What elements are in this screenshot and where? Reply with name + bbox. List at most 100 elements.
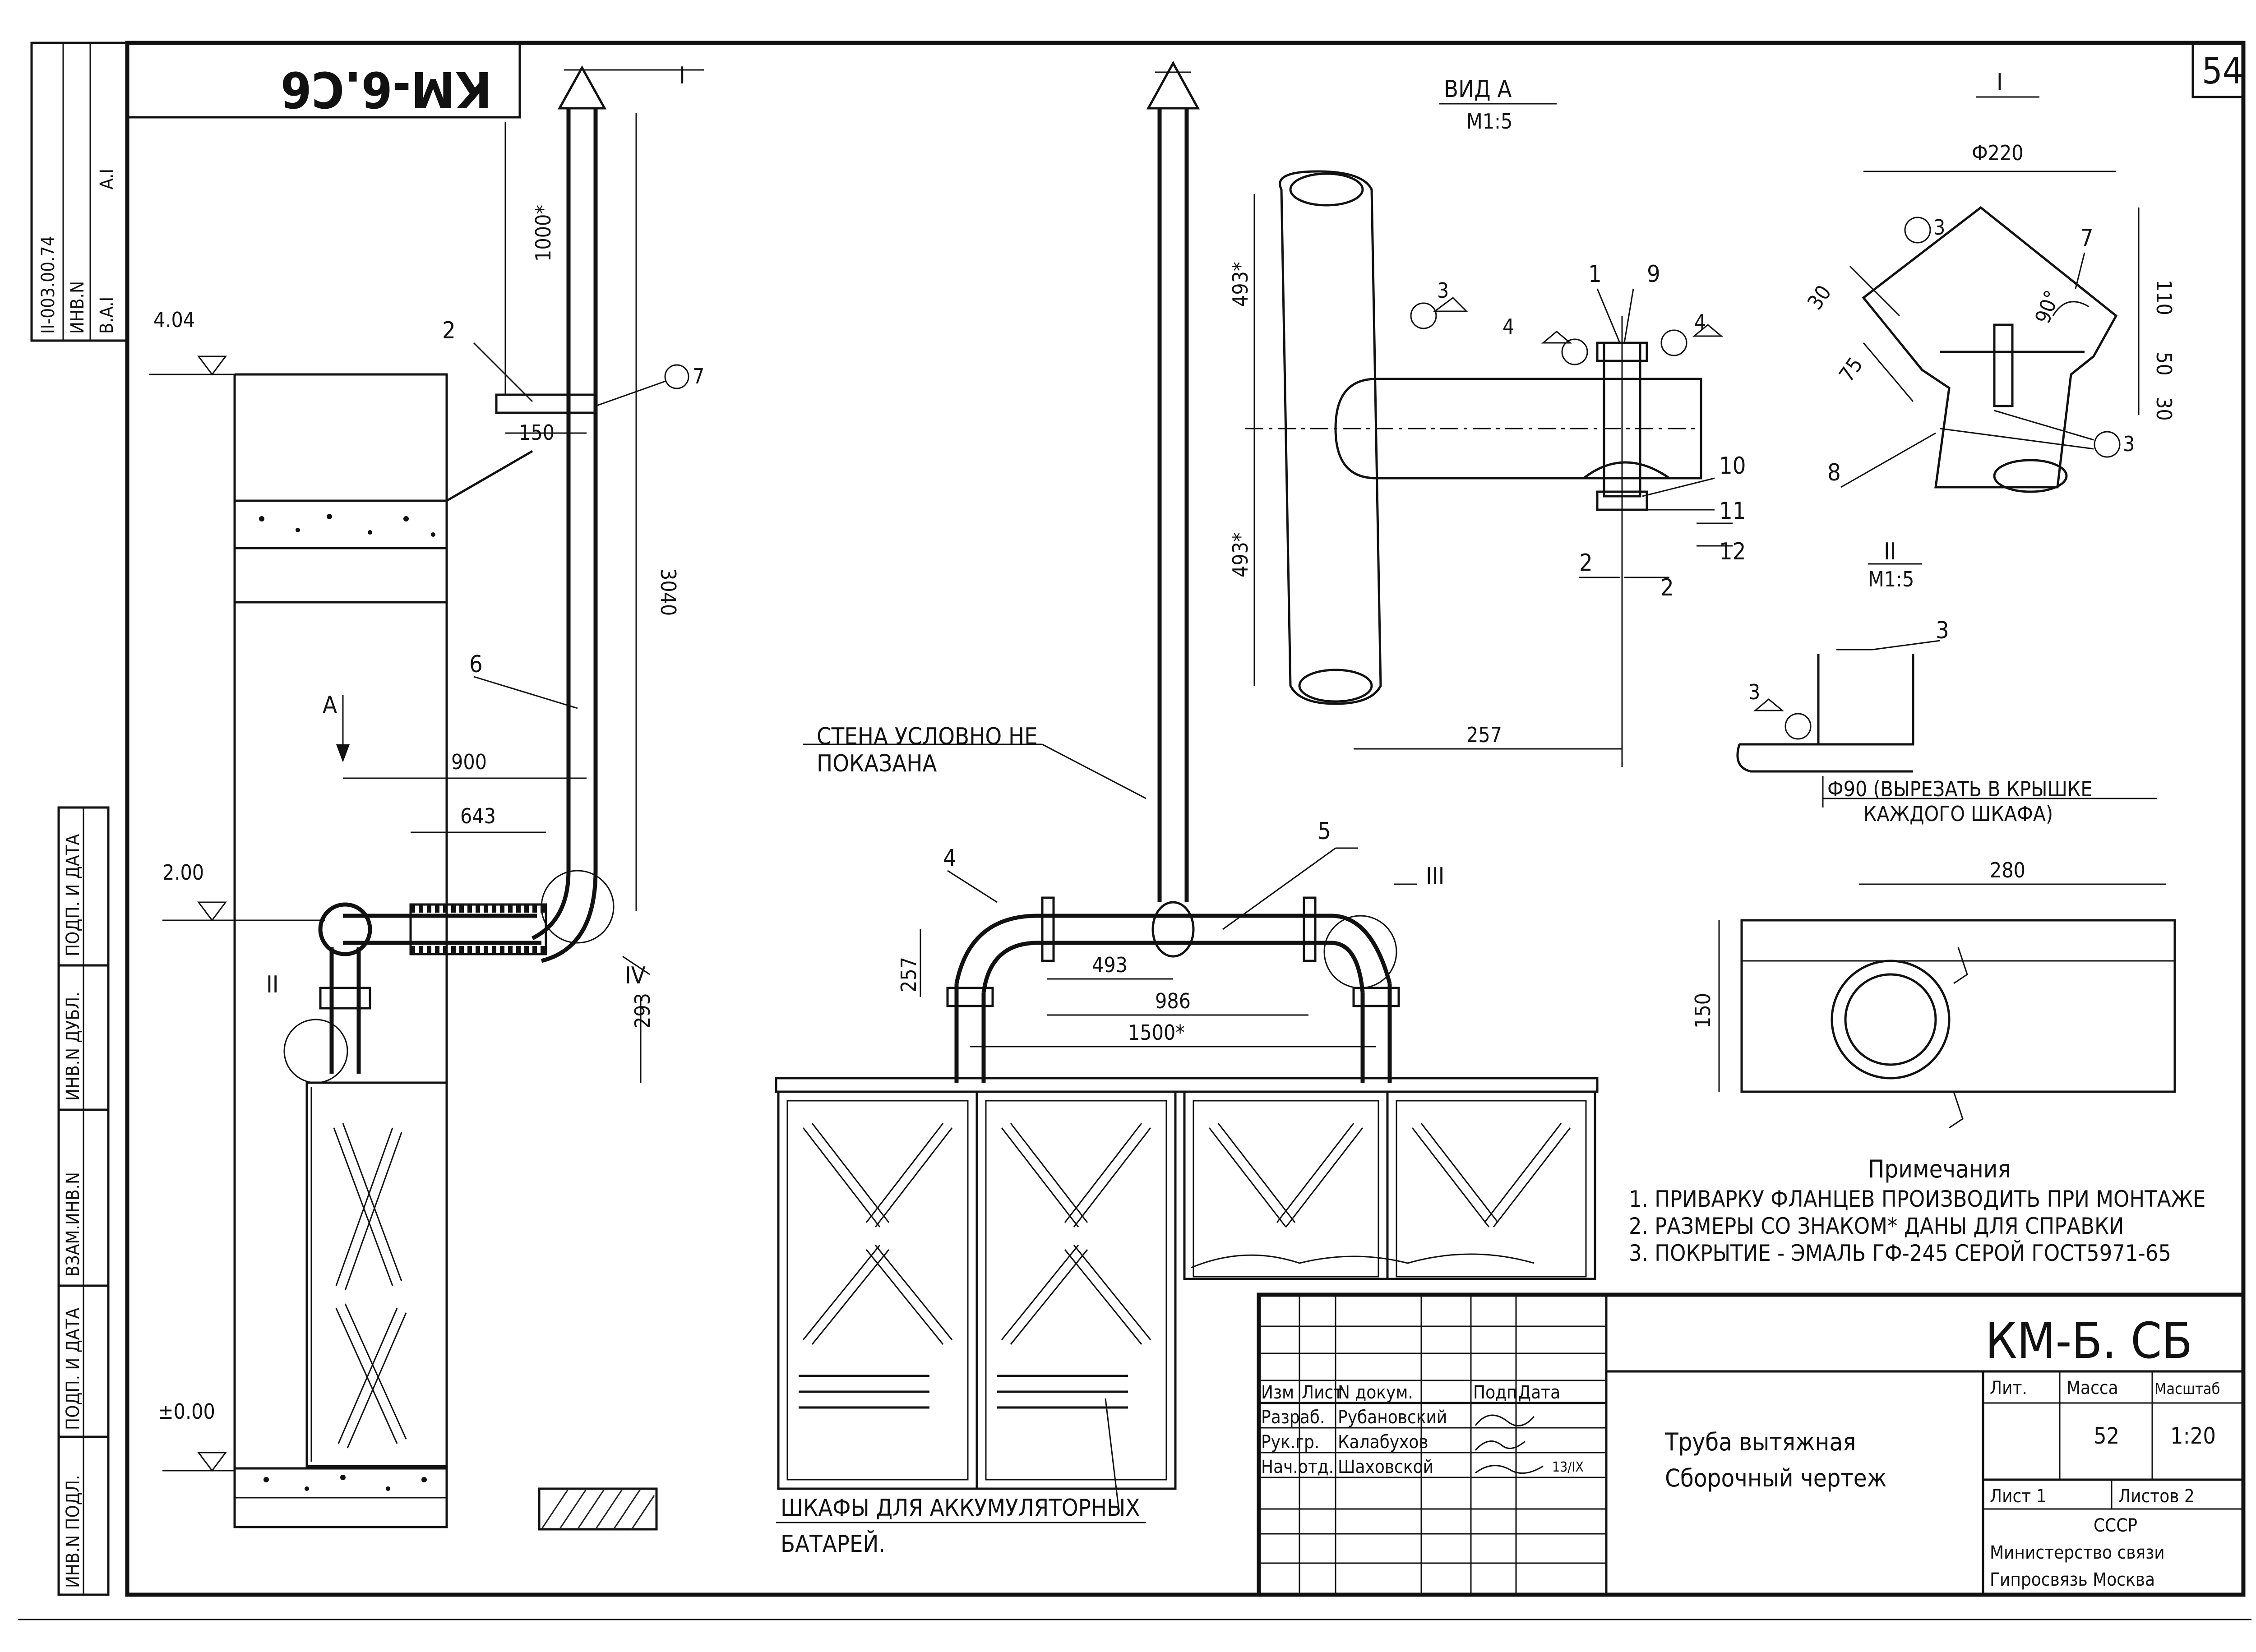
tb-mass-value: 52 xyxy=(2094,1423,2119,1449)
front-dim-986: 986 xyxy=(1155,989,1191,1013)
front-dim-493: 493 xyxy=(1092,953,1128,977)
sheet-code-small: A.I xyxy=(97,169,117,189)
section-ii-cut-note-line1: Ф90 (ВЫРЕЗАТЬ В КРЫШКЕ xyxy=(1827,777,2092,801)
wall-note-line2: ПОКАЗАНА xyxy=(817,750,937,777)
tb-header-sign: Подп. xyxy=(1473,1382,1522,1403)
position-6: 6 xyxy=(469,651,483,678)
section-ii-title: II xyxy=(1884,538,1896,565)
section-ii-position-3: 3 xyxy=(1936,617,1949,644)
front-position-5: 5 xyxy=(1318,818,1331,845)
view-a-position-2-right: 2 xyxy=(1660,574,1674,601)
archive-number: II-003.00.74 xyxy=(38,236,59,334)
dim-900: 900 xyxy=(451,750,487,774)
margin-label-5: ПОДП. И ДАТА xyxy=(63,834,83,956)
tb-org-line-2: Министерство связи xyxy=(1990,1542,2165,1563)
view-a xyxy=(1245,103,1733,767)
cabinets-label-line2: БАТАРЕЙ. xyxy=(781,1530,885,1558)
section-ii xyxy=(1718,640,2176,1129)
title-line-1: Труба вытяжная xyxy=(1664,1428,1856,1456)
tb-mass-label: Масса xyxy=(2066,1378,2118,1398)
elevation-view xyxy=(149,65,704,1531)
section-ii-dim-280: 280 xyxy=(1990,858,2025,882)
title-block xyxy=(1257,1292,2246,1597)
weld-mark-7: 7 xyxy=(693,364,704,388)
tb-sheets-label: Листов 2 xyxy=(2118,1486,2195,1507)
detail-i-dim-50: 50 xyxy=(2152,352,2176,376)
view-a-dim-257: 257 xyxy=(1466,723,1502,747)
front-position-4: 4 xyxy=(943,845,957,872)
tb-lit-label: Лит. xyxy=(1990,1378,2027,1398)
view-a-position-11: 11 xyxy=(1719,498,1746,525)
view-a-dim-493-bottom: 493* xyxy=(1228,532,1253,577)
view-a-position-1: 1 xyxy=(1588,261,1602,288)
section-ii-weld-3: 3 xyxy=(1748,680,1760,704)
tb-role-group-lead: Рук.гр. xyxy=(1261,1432,1319,1453)
detail-i xyxy=(1840,96,2140,565)
view-a-position-9: 9 xyxy=(1647,261,1660,288)
tb-role-dept-head: Нач.отд. xyxy=(1261,1457,1334,1477)
section-mark-i: I xyxy=(679,62,685,89)
roof-concrete-hatch xyxy=(259,514,435,537)
detail-i-dim-90deg: 90° xyxy=(2030,287,2065,326)
margin-label-3: ВЗАМ.ИНВ.N xyxy=(63,1172,83,1277)
inv-number-label: ИНВ.N xyxy=(67,281,88,334)
front-section-mark-iii: III xyxy=(1426,863,1444,890)
view-a-position-2-left: 2 xyxy=(1579,549,1593,577)
notes-title: Примечания xyxy=(1868,1155,2011,1183)
dim-293: 293 xyxy=(630,993,655,1029)
view-arrow-a: A xyxy=(323,692,337,719)
tb-org-line-3: Гипросвязь Москва xyxy=(1990,1569,2155,1590)
detail-i-title: I xyxy=(1997,69,2003,96)
view-a-position-12: 12 xyxy=(1719,538,1746,565)
margin-label-1: ИНВ.N ПОДЛ. xyxy=(63,1475,83,1588)
detail-i-position-7: 7 xyxy=(2080,225,2094,252)
view-a-weld-3: 3 xyxy=(1437,278,1449,303)
view-a-scale: М1:5 xyxy=(1466,109,1512,134)
dim-1000: 1000* xyxy=(531,205,555,262)
drawing-frame xyxy=(18,41,2251,1620)
tb-name-group-lead: Калабухов xyxy=(1338,1432,1428,1453)
corner-code: КМ-6.С6 xyxy=(281,60,492,118)
level-0-00: ±0.00 xyxy=(158,1399,215,1424)
view-a-weld-4-left: 4 xyxy=(1502,314,1514,339)
notes-item-1: 1. ПРИВАРКУ ФЛАНЦЕВ ПРОИЗВОДИТЬ ПРИ МОНТ… xyxy=(1629,1186,2205,1212)
title-doc-code: КМ-Б. СБ xyxy=(1985,1312,2192,1370)
section-ii-cut-note-line2: КАЖДОГО ШКАФА) xyxy=(1863,802,2053,826)
cabinets-label-line1: ШКАФЫ ДЛЯ АККУМУЛЯТОРНЫХ xyxy=(781,1495,1140,1522)
tb-role-developer: Разраб. xyxy=(1261,1407,1325,1428)
level-2-00: 2.00 xyxy=(162,860,204,885)
detail-i-dim-dia-220: Ф220 xyxy=(1972,141,2024,165)
tb-header-doc: N докум. xyxy=(1338,1382,1413,1403)
detail-i-dim-30-bottom: 30 xyxy=(2152,397,2176,421)
tb-name-developer: Рубановский xyxy=(1338,1407,1447,1428)
dim-3040: 3040 xyxy=(656,568,680,616)
section-mark-iv: IV xyxy=(625,962,646,989)
notes-item-2: 2. РАЗМЕРЫ СО ЗНАКОМ* ДАНЫ ДЛЯ СПРАВКИ xyxy=(1629,1213,2124,1239)
detail-i-dim-110: 110 xyxy=(2152,280,2176,315)
section-mark-ii: II xyxy=(266,971,279,998)
detail-i-weld-3-top: 3 xyxy=(1933,215,1945,240)
view-a-title: ВИД А xyxy=(1444,76,1512,103)
position-2: 2 xyxy=(442,317,456,344)
tb-date-value: 13/IX xyxy=(1552,1459,1584,1475)
margin-label-4: ИНВ.N ДУБЛ. xyxy=(63,992,83,1101)
dim-150: 150 xyxy=(519,420,555,445)
tb-scale-value: 1:20 xyxy=(2170,1423,2216,1449)
floor-concrete-hatch xyxy=(264,1475,427,1491)
dim-643: 643 xyxy=(460,804,496,828)
section-ii-dim-150: 150 xyxy=(1691,993,1715,1029)
sheet-number: 54 xyxy=(2202,50,2243,92)
sheet-no-label: B.A.I xyxy=(97,297,117,334)
title-line-2: Сборочный чертеж xyxy=(1665,1464,1886,1492)
detail-i-dim-75: 75 xyxy=(1834,353,1868,386)
tb-name-dept-head: Шаховской xyxy=(1338,1457,1433,1477)
front-dim-1500: 1500* xyxy=(1128,1020,1185,1045)
notes-item-3: 3. ПОКРЫТИЕ - ЭМАЛЬ ГФ-245 СЕРОЙ ГОСТ597… xyxy=(1629,1240,2171,1266)
section-ii-scale: М1:5 xyxy=(1868,567,1914,591)
view-a-dim-493-top: 493* xyxy=(1228,262,1253,307)
wall-note-line1: СТЕНА УСЛОВНО НЕ xyxy=(817,723,1038,750)
detail-i-position-8: 8 xyxy=(1827,459,1841,486)
margin-label-2: ПОДП. И ДАТА xyxy=(63,1308,83,1430)
tb-org-line-1: СССР xyxy=(2094,1515,2137,1536)
